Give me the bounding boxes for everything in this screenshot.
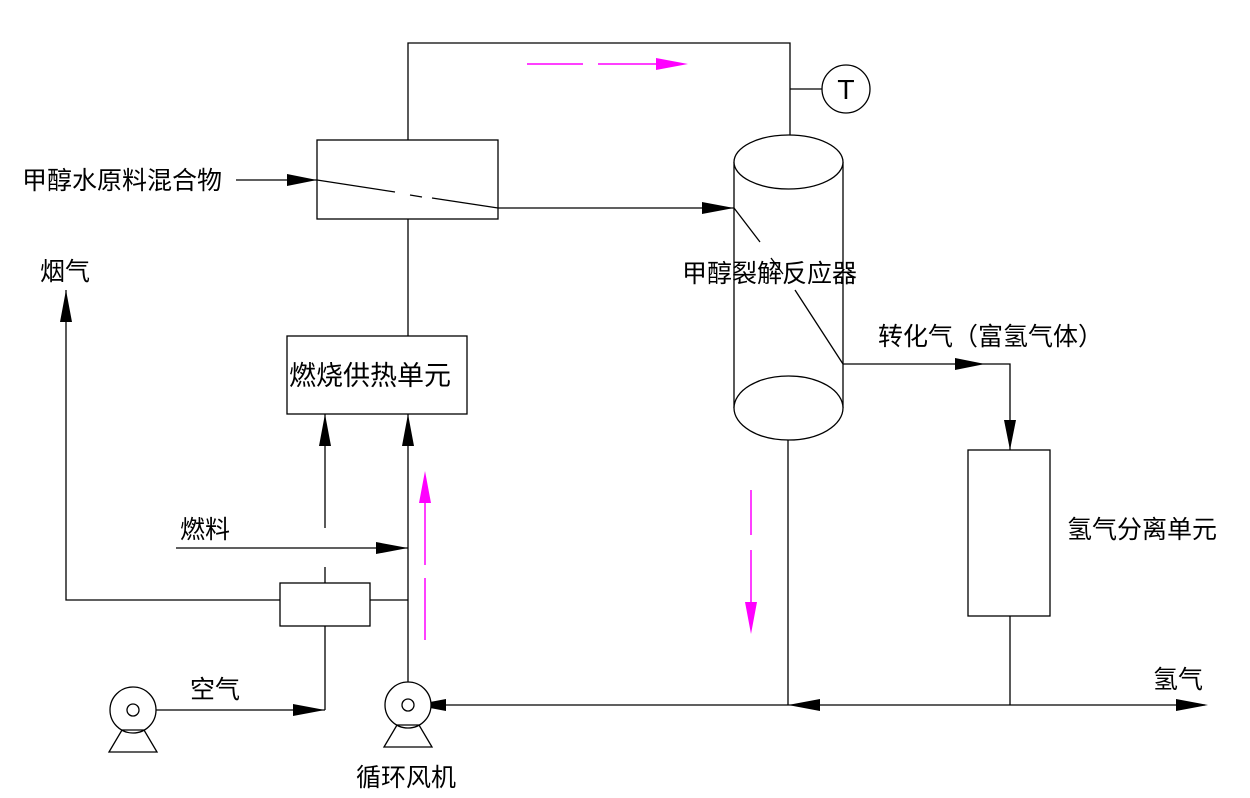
flow-indicator-down	[745, 490, 757, 634]
flue-gas-line	[65, 290, 280, 601]
exchanger-internal-line-b	[409, 194, 423, 198]
air-blower	[107, 686, 159, 753]
combustion-unit-label: 燃烧供热单元	[289, 361, 451, 392]
reactor-inlet-arrow	[702, 202, 734, 214]
temperature-symbol: T	[837, 76, 854, 106]
hydrogen-outlet-arrow	[1176, 699, 1208, 711]
recirculation-blower	[382, 681, 434, 748]
reformate-label: 转化气（富氢气体）	[878, 322, 1103, 351]
flow-indicator-top	[527, 58, 688, 70]
feed-label: 甲醇水原料混合物	[22, 166, 222, 195]
reactor-label: 甲醇裂解反应器	[682, 259, 857, 288]
combustion-heating-unit	[286, 335, 468, 415]
hydrogen-separation-label: 氢气分离单元	[1067, 515, 1217, 544]
merge-arrow	[788, 699, 820, 711]
feed-inlet-arrow	[287, 174, 317, 186]
reformate-arrow	[955, 358, 985, 370]
combustion-inlet-arrow-left	[319, 414, 331, 446]
methanol-cracking-reactor	[733, 134, 844, 441]
blower-label: 循环风机	[356, 763, 456, 792]
exchanger-internal-line-a	[316, 179, 396, 193]
air-preheater	[279, 582, 371, 627]
flow-indicator-up	[419, 471, 431, 640]
fuel-arrow	[376, 542, 408, 554]
hydrogen-separation-unit	[967, 449, 1051, 617]
exchanger-internal-line-c	[431, 197, 499, 209]
temperature-sensor	[821, 64, 871, 114]
flue-gas-arrow	[60, 290, 72, 322]
top-loop-line	[407, 42, 791, 160]
air-label: 空气	[190, 675, 240, 704]
separator-inlet-arrow	[1004, 420, 1016, 450]
fuel-label: 燃料	[180, 515, 230, 544]
flue-gas-label: 烟气	[40, 257, 90, 286]
combustion-inlet-arrow-right	[402, 414, 414, 446]
hydrogen-label: 氢气	[1153, 665, 1203, 694]
air-arrow	[293, 704, 325, 716]
reformate-line	[843, 363, 1011, 450]
preheater-exchanger	[316, 139, 499, 220]
